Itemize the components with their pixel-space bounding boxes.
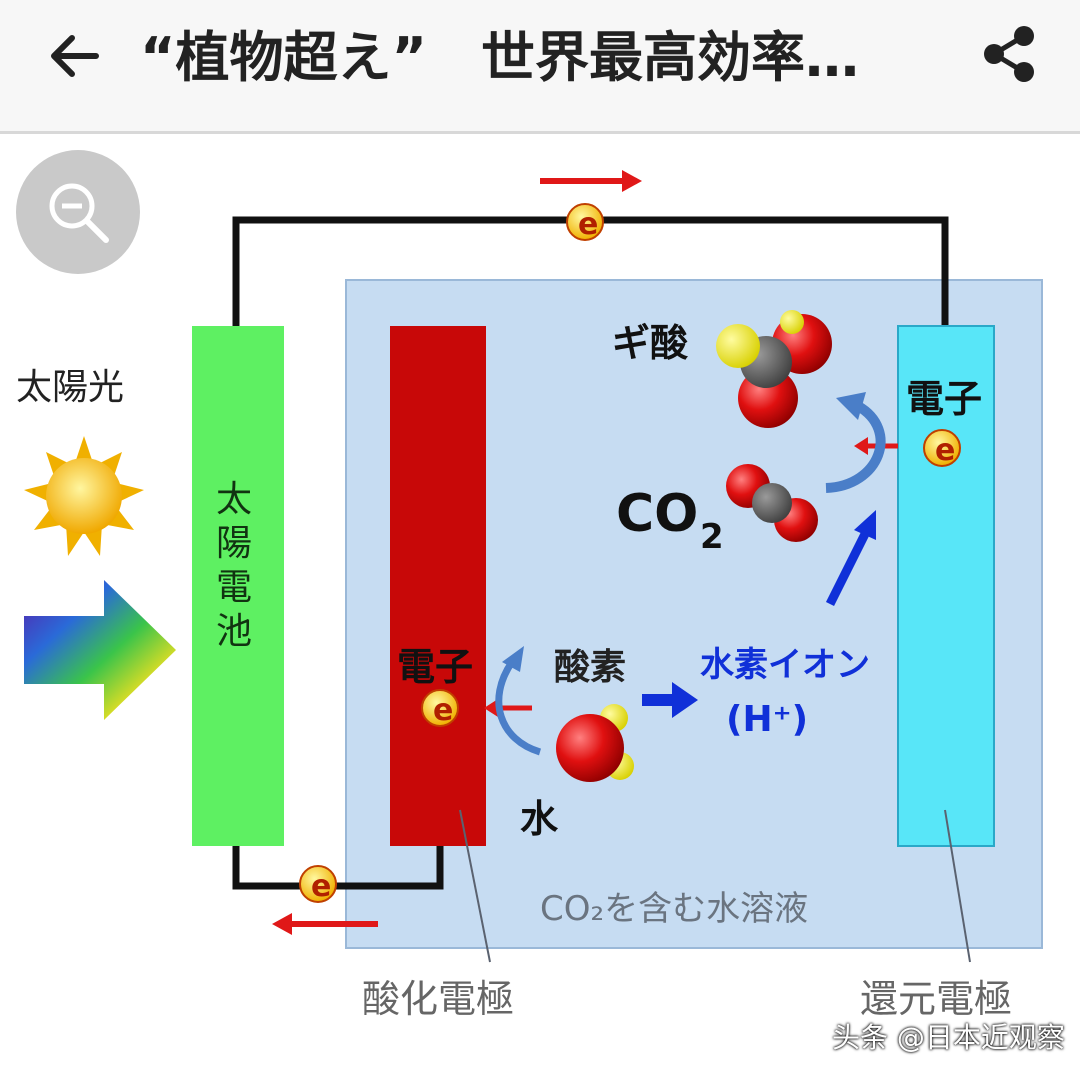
hydrogen-ion-formula: (H⁺) [726,699,809,740]
bottom-electron-arrow [272,913,378,935]
co2-label: CO [616,484,699,544]
svg-text:e: e [578,207,598,242]
light-arrow-icon [24,580,176,720]
formic-acid-molecule-icon [716,310,832,428]
sunlight-label: 太陽光 [16,367,125,408]
share-button[interactable] [978,22,1042,86]
top-electron-arrow [540,170,642,192]
ion-to-reduction-arrow [825,510,876,607]
electron-bottom-icon: e [299,865,337,904]
arrow-left-icon [51,35,99,77]
solar-cell-label: 太陽電池 [215,479,252,652]
svg-text:e: e [935,433,955,468]
oxidation-electrode-label: 酸化電極 [362,977,515,1021]
zoom-out-button[interactable] [16,150,140,274]
svg-text:e: e [311,869,331,904]
formic-acid-label: ギ酸 [612,321,689,365]
electron-reduction-icon: e [923,429,961,468]
zoom-out-icon [49,183,109,243]
app-header: “植物超え” 世界最高効率… [0,0,1080,134]
reduction-electrode [897,325,995,847]
co2-subscript: 2 [700,517,724,557]
electron-top-icon: e [566,203,604,242]
solution-label: CO₂を含む水溶液 [540,889,809,929]
electron-oxidation-icon: e [421,689,459,728]
oxidation-leader-line [459,809,491,963]
back-button[interactable] [44,26,104,86]
page-title: “植物超え” 世界最高効率… [140,26,859,89]
water-to-oxygen-arrow [495,646,542,756]
reduction-electron-label: 電子 [906,377,983,421]
share-icon [984,26,1034,82]
reduction-electrode-label: 還元電極 [860,977,1013,1021]
oxygen-to-ion-arrow [642,682,698,718]
water-molecule-icon [556,704,634,782]
sun-icon [24,436,144,556]
watermark: 头条 @日本近观察 [832,1021,1065,1054]
hydrogen-ion-label: 水素イオン [700,645,870,685]
solar-cell [192,326,284,846]
oxidation-electron-label: 電子 [397,645,474,689]
reduction-leader-line [944,809,971,963]
oxygen-label: 酸素 [554,647,627,688]
oxidation-electrode [390,326,486,846]
co2-to-formic-arrow [825,392,886,493]
svg-text:e: e [433,693,453,728]
water-label: 水 [520,797,559,841]
co2-molecule-icon [726,464,818,542]
